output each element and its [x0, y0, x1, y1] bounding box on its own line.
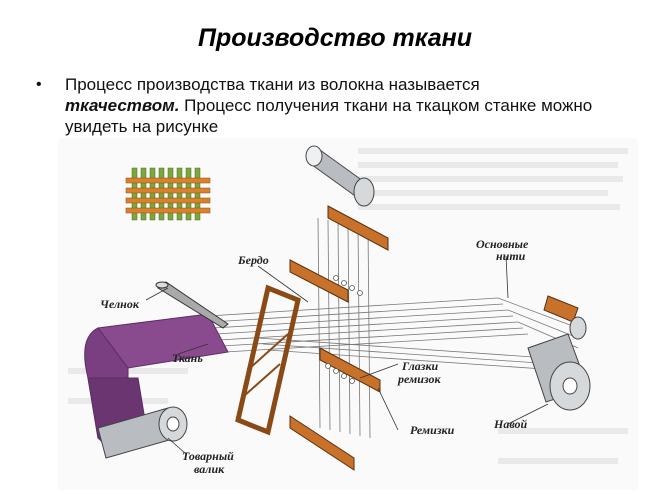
heddle-frames [289, 205, 389, 471]
label-osnovnye-2: нити [496, 249, 526, 263]
weave-weft-strand [125, 177, 211, 184]
bullet-emphasis: ткачеством. [65, 96, 180, 115]
label-tovarny-1: Товарный [182, 449, 234, 463]
label-osnovnye-1: Основные [476, 237, 529, 251]
weave-warp-strand [131, 167, 138, 221]
bullet-text-end: Процесс получения ткани на ткацком станк… [65, 96, 593, 136]
label-leaders [145, 255, 549, 455]
loom-diagram: Бердо Челнок Ткань Основные нити Глазки … [58, 138, 638, 490]
label-tkan: Ткань [172, 351, 203, 365]
weave-warp-strand [158, 167, 165, 221]
bullet-text-start: Процесс производства ткани из волокна на… [65, 75, 480, 94]
weave-warp-strand [140, 167, 147, 221]
reed-frame [235, 284, 301, 436]
slide-title: Производство ткани [197, 24, 473, 52]
cloth-roller [97, 406, 188, 459]
weave-warp-strand [149, 167, 156, 221]
bullet-paragraph: • Процесс производства ткани из волокна … [36, 74, 596, 137]
heddle-eyes [325, 275, 363, 384]
weave-weft-strand [125, 197, 211, 204]
bullet-text: Процесс производства ткани из волокна на… [65, 74, 596, 137]
label-glazki-2: ремизок [397, 372, 441, 386]
label-tovarny-2: валик [194, 462, 225, 476]
label-navoy: Навой [493, 417, 528, 431]
label-glazki-1: Глазки [401, 359, 439, 373]
top-roller [305, 145, 375, 207]
label-remizki: Ремизки [410, 423, 455, 437]
weave-warp-strand [194, 167, 201, 221]
shuttle [155, 281, 229, 329]
weave-warp-strand [176, 167, 183, 221]
label-chelnok: Челнок [100, 297, 140, 311]
warp-beam [527, 295, 591, 411]
weave-warp-strand [185, 167, 192, 221]
weave-weft-strand [125, 187, 211, 194]
label-berdo: Бердо [237, 253, 269, 267]
weave-pattern-sample [125, 167, 211, 221]
weave-weft-strand [125, 207, 211, 214]
bullet-marker: • [36, 76, 42, 93]
weave-warp-strand [167, 167, 174, 221]
